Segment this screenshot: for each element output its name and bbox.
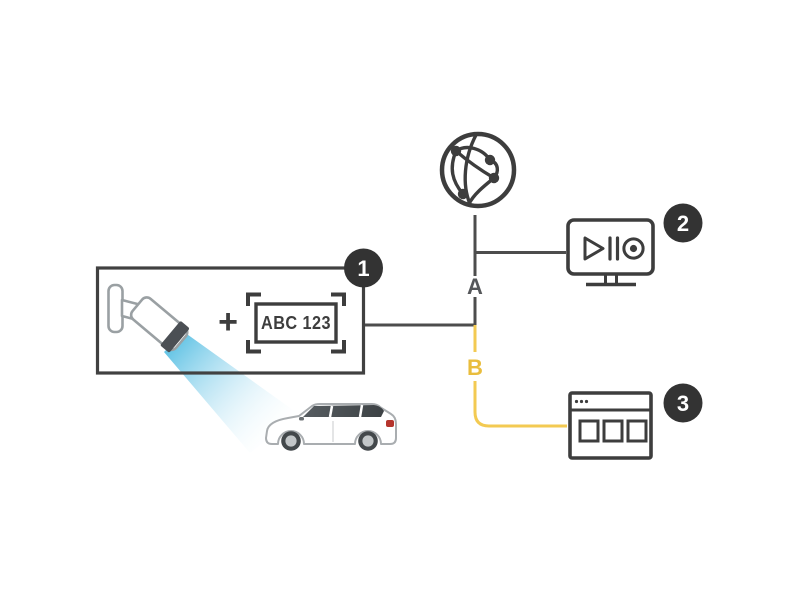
play-icon (583, 236, 605, 261)
monitor-playback-icon: 2 (566, 203, 703, 287)
connection-link-a: A (365, 215, 566, 327)
badge-2: 2 (663, 203, 703, 243)
badge-1: 1 (344, 248, 383, 288)
camera-lens-cap (160, 321, 189, 353)
camera-scenario-box: + ABC 123 1 (95, 248, 383, 375)
browser-window-icon: 3 (568, 383, 703, 460)
badge-3-number: 3 (677, 391, 689, 416)
badge-3: 3 (663, 383, 703, 423)
network-globe-icon (439, 131, 517, 209)
car-mirror (299, 417, 304, 421)
plus-sign: + (218, 303, 238, 341)
badge-1-circle (344, 248, 383, 288)
connection-link-b: B (467, 325, 567, 428)
browser-tile (602, 419, 624, 443)
plate-text: ABC 123 (261, 313, 331, 333)
badge-3-circle (663, 383, 703, 423)
car-rear-hub (362, 435, 374, 447)
browser-tile (578, 419, 600, 443)
car-front-hub (285, 435, 297, 447)
browser-tile (626, 419, 648, 443)
browser-menu-dots (574, 399, 589, 404)
globe-network-nodes (450, 145, 500, 200)
badge-2-circle (663, 203, 703, 243)
scenario-box-border (95, 266, 366, 375)
focus-bracket-bottom-left (246, 340, 261, 354)
bullet-camera-icon (107, 283, 189, 353)
camera-mount-plate (107, 283, 124, 334)
car-window-pillar (358, 404, 364, 418)
car-window-pillar (328, 405, 334, 418)
detection-beam (164, 332, 300, 453)
plate-frame (254, 302, 338, 344)
car-windows (303, 405, 384, 417)
car-illustration (265, 403, 397, 451)
badge-1-number: 1 (357, 256, 369, 281)
license-plate-icon: ABC 123 (246, 292, 346, 354)
focus-bracket-top-right (331, 292, 346, 306)
link-a-label: A (467, 274, 483, 299)
record-icon-center (629, 244, 638, 253)
link-b-label: B (467, 355, 483, 380)
line-b-to-browser (473, 381, 567, 428)
car-taillight (386, 420, 394, 427)
focus-bracket-bottom-right (331, 340, 346, 354)
badge-2-number: 2 (677, 211, 689, 236)
record-icon (622, 237, 645, 260)
focus-bracket-top-left (246, 292, 261, 306)
